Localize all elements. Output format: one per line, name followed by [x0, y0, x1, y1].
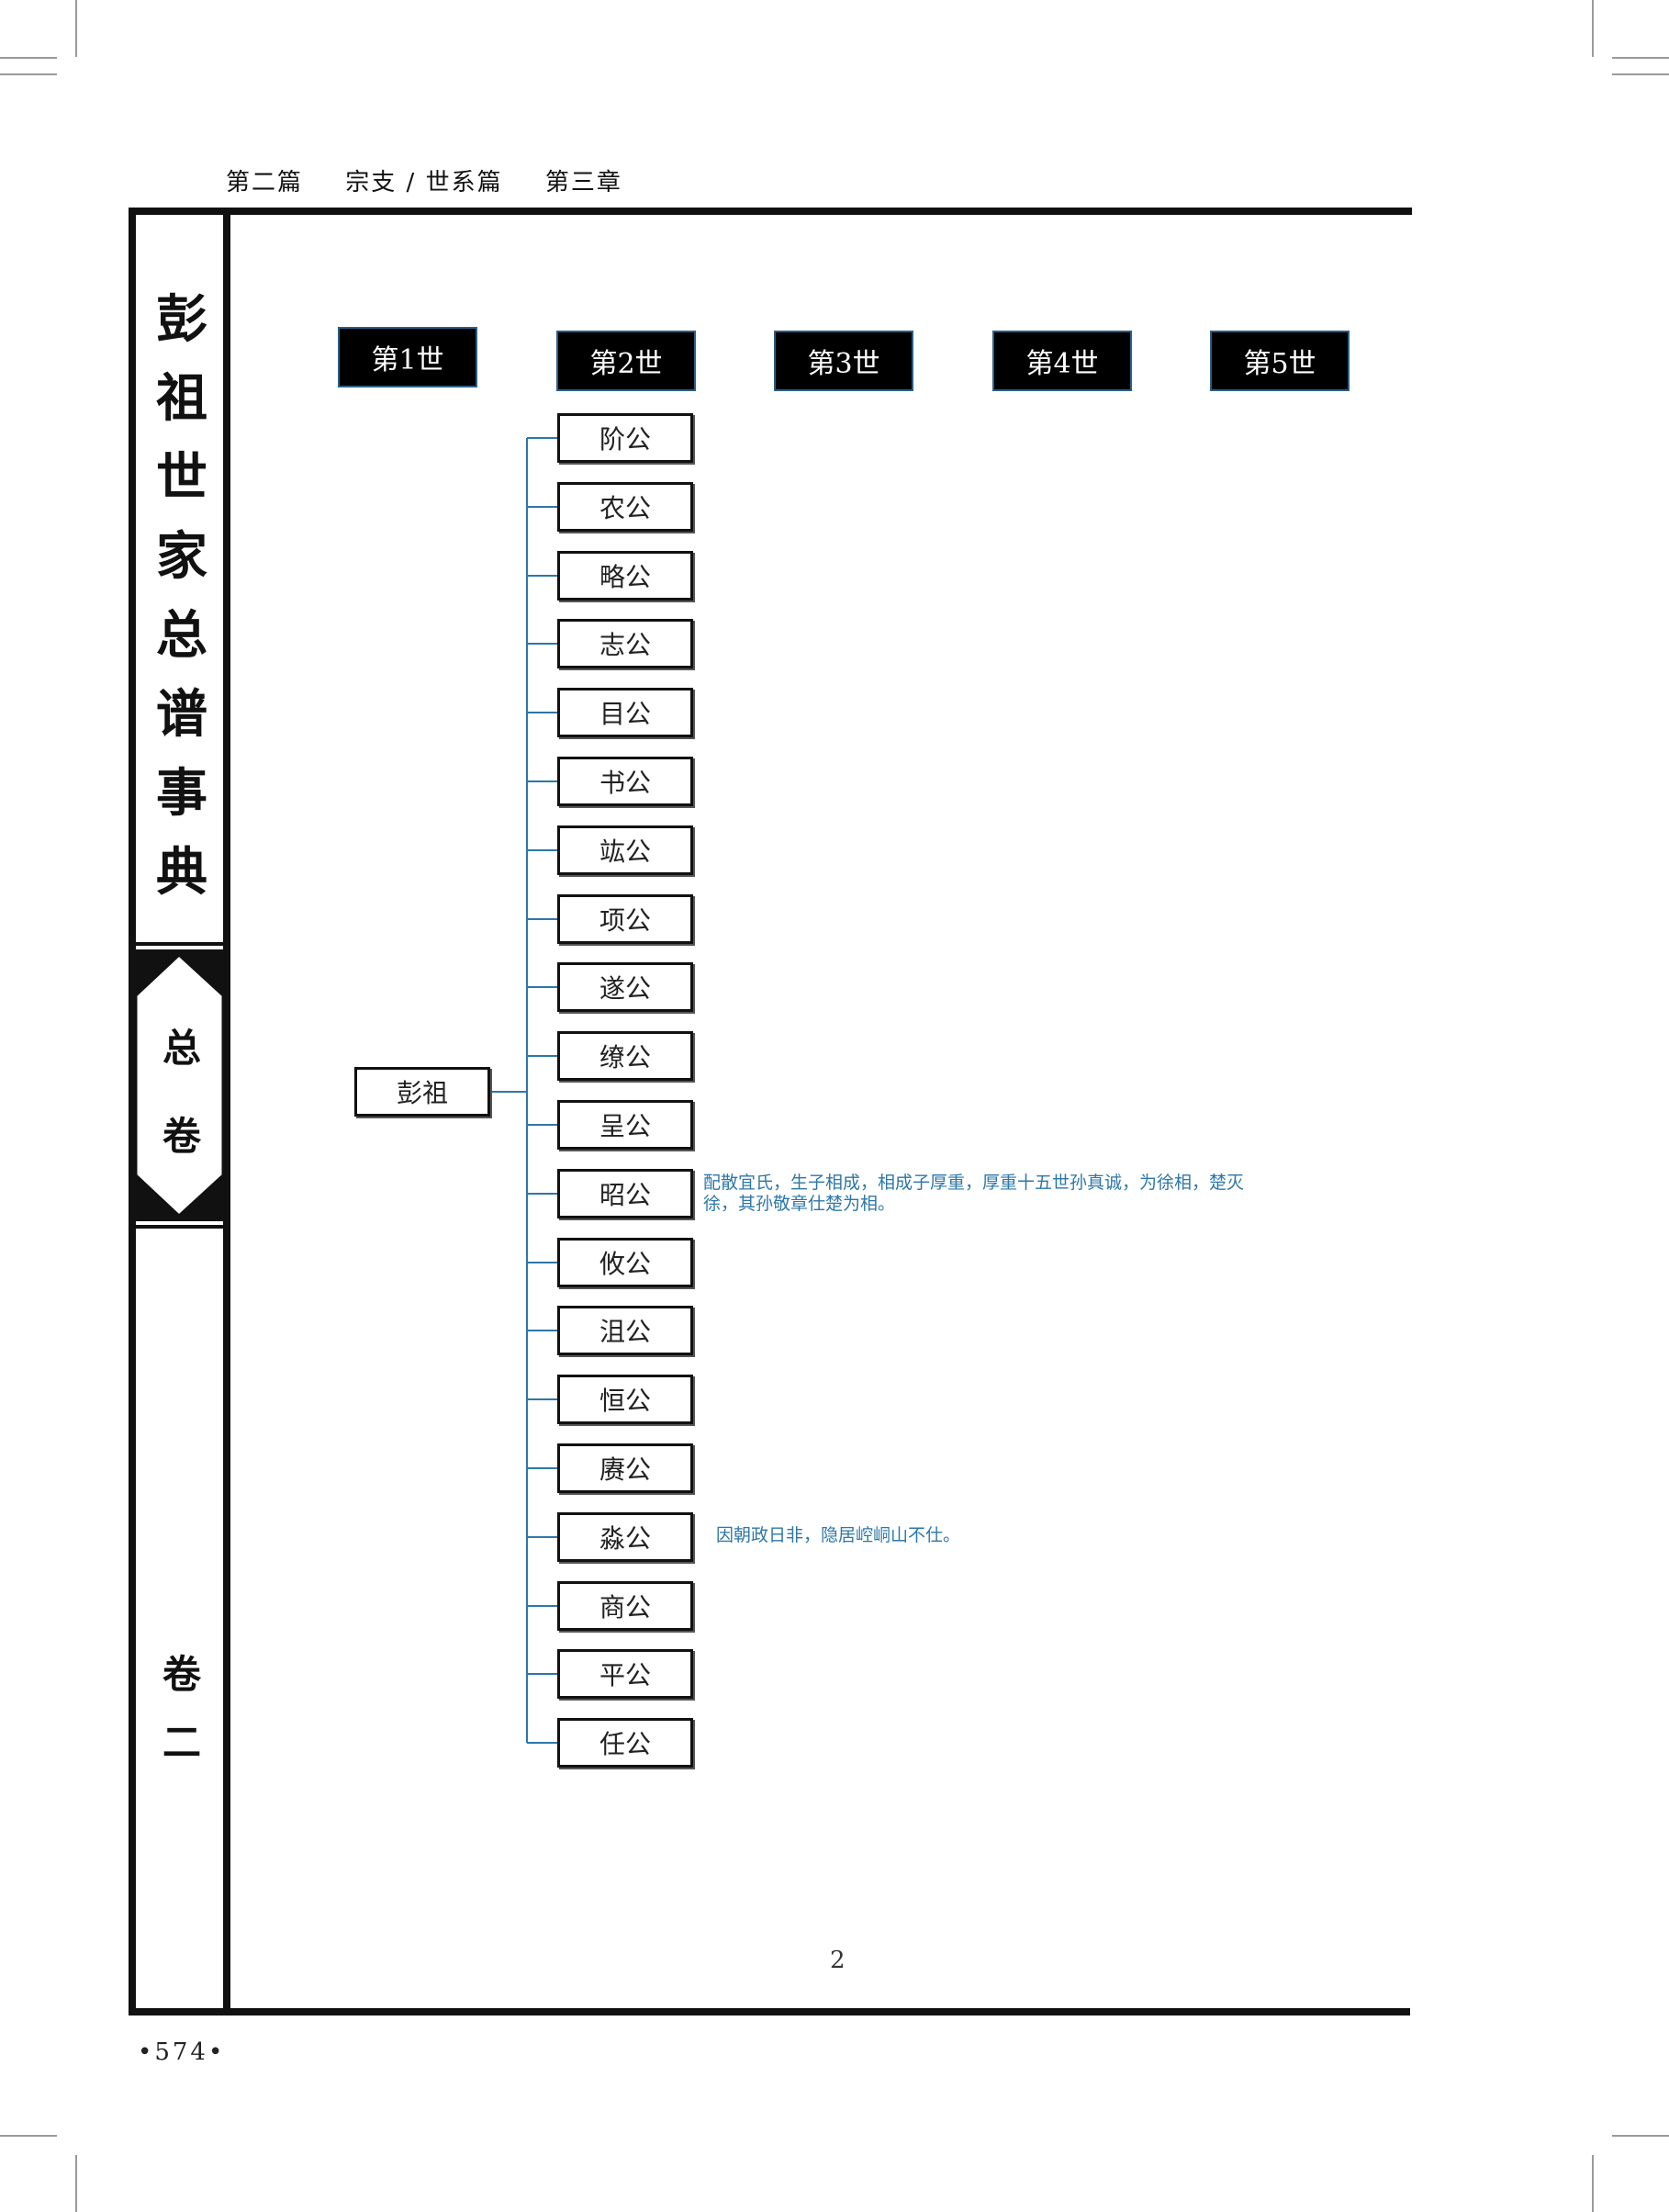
- root-node: 彭祖: [354, 1067, 490, 1117]
- child-node: 恒公: [557, 1375, 693, 1424]
- child-node: 农公: [557, 482, 693, 532]
- crop-mark: [75, 2155, 77, 2212]
- spine-right-rule: [223, 208, 230, 2016]
- child-node: 攸公: [557, 1238, 693, 1287]
- annotation-line: 徐，其孙敬章仕楚为相。: [703, 1194, 896, 1214]
- spine-title-char: 祖: [156, 368, 207, 429]
- child-node: 志公: [557, 619, 693, 668]
- page-number: 2: [830, 1947, 846, 1974]
- spine-title-char: 彭: [156, 289, 207, 350]
- generation-header: 第1世: [340, 329, 476, 386]
- crop-mark: [75, 0, 77, 57]
- annotation-line: 因朝政日非，隐居崆峒山不仕。: [716, 1525, 961, 1545]
- child-node: 任公: [557, 1718, 693, 1768]
- header-part: 第二篇: [226, 169, 304, 196]
- annotation-line: 配散宜氏，生子相成，相成子厚重，厚重十五世孙真诚，为徐相，楚灭: [703, 1173, 1245, 1193]
- spine-title-char: 世: [156, 447, 207, 508]
- spine-title-char: 家: [156, 526, 207, 587]
- header-chapter: 第三章: [544, 169, 622, 196]
- annotation-note: 因朝政日非，隐居崆峒山不仕。: [716, 1525, 960, 1546]
- spine-left-rule: [129, 208, 136, 2016]
- crop-mark: [0, 57, 57, 59]
- spine-title-char: 典: [156, 842, 207, 903]
- generation-header: 第5世: [1212, 332, 1348, 389]
- frame-bottom-rule: [129, 2008, 1410, 2016]
- child-node: 淼公: [557, 1512, 693, 1562]
- crop-mark: [1612, 57, 1669, 59]
- child-node: 目公: [557, 688, 693, 737]
- crop-mark: [0, 73, 57, 75]
- child-node: 平公: [557, 1649, 693, 1699]
- child-node: 书公: [557, 757, 693, 806]
- crop-mark: [1612, 73, 1669, 75]
- frame-top-rule: [129, 208, 1412, 215]
- spine-book-title: 彭 祖 世 家 总 谱 事 典: [134, 280, 230, 912]
- child-node: 缭公: [557, 1031, 693, 1081]
- crop-mark: [0, 2135, 57, 2137]
- child-node: 赓公: [557, 1443, 693, 1493]
- child-node: 商公: [557, 1581, 693, 1631]
- running-header: 第二篇 宗支 / 世系篇 第三章: [226, 163, 655, 197]
- child-node: 昭公: [557, 1169, 693, 1218]
- child-node: 阶公: [557, 413, 693, 463]
- spine-title-char: 谱: [156, 684, 207, 745]
- child-node: 沮公: [557, 1306, 693, 1355]
- spine-volume-char: 卷: [162, 1114, 201, 1159]
- spine-volume-badge: [134, 942, 225, 1229]
- spine-volume-char: 总: [162, 1026, 201, 1071]
- generation-header: 第4世: [994, 332, 1130, 389]
- generation-header: 第2世: [558, 332, 694, 389]
- crop-mark: [1592, 0, 1594, 57]
- spine-title-char: 事: [156, 763, 207, 824]
- child-node: 项公: [557, 894, 693, 944]
- child-node: 略公: [557, 551, 693, 601]
- annotation-note: 配散宜氏，生子相成，相成子厚重，厚重十五世孙真诚，为徐相，楚灭徐，其孙敬章仕楚为…: [703, 1173, 1244, 1215]
- crop-mark: [1592, 2155, 1594, 2212]
- header-section: 宗支 / 世系篇: [345, 169, 503, 196]
- spine-book-char: 卷: [162, 1652, 201, 1697]
- crop-mark: [1612, 2135, 1669, 2137]
- child-node: 竑公: [557, 825, 693, 875]
- folio-number: •574•: [138, 2038, 226, 2066]
- spine-book-char: 二: [162, 1720, 201, 1765]
- generation-header: 第3世: [776, 332, 912, 389]
- child-node: 呈公: [557, 1100, 693, 1150]
- spine-title-char: 总: [156, 605, 207, 666]
- child-node: 遂公: [557, 962, 693, 1012]
